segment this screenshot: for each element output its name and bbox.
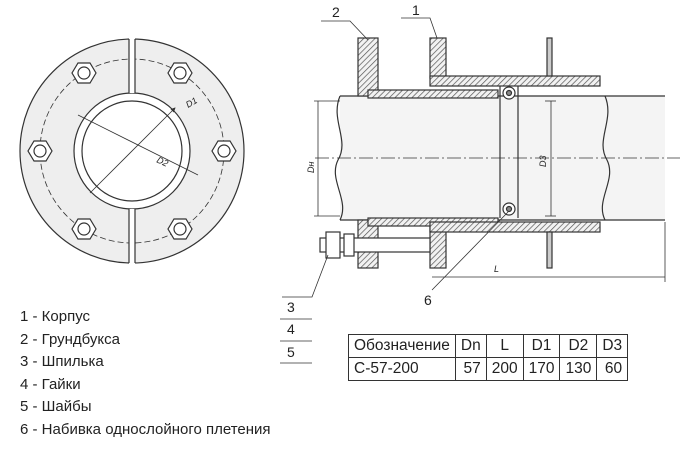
col-header: D3 [596,334,629,358]
parts-legend: 1 - Корпус 2 - Грундбукса 3 - Шпилька 4 … [20,306,271,441]
table-cell: С-57-200 [348,357,456,381]
dim-d2-label: D2 [155,155,170,169]
col-header: D2 [559,334,598,358]
legend-item: 4 - Гайки [20,375,81,393]
table-cell: 170 [522,357,561,381]
col-header: Обозначение [348,334,456,358]
callout-2: 2 [332,4,340,20]
callout-4: 4 [287,321,295,337]
legend-item: 2 - Грундбукса [20,330,120,348]
dim-d1-label: D1 [184,95,199,109]
bolt-heads [27,62,237,240]
table-cell: 130 [559,357,598,381]
legend-item: 3 - Шпилька [20,353,104,370]
spec-table: Обозначение Dn L D1 D2 D3 С-57-200 57 20… [348,334,629,381]
legend-item: 1 - Корпус [20,308,91,325]
callout-3: 3 [287,299,295,315]
table-cell: 60 [596,357,629,381]
flange-front-view [19,38,245,264]
dim-d3-label: D3 [538,155,548,167]
table-row: С-57-200 57 200 170 130 60 [348,357,629,381]
table-header-row: Обозначение Dn L D1 D2 D3 [348,334,629,358]
col-header: L [485,334,524,358]
callout-6: 6 [424,292,432,308]
dim-l-label: L [494,264,499,274]
table-cell: 57 [454,357,487,381]
col-header: D1 [522,334,561,358]
dim-dn-label: Dн [306,162,316,173]
table-cell: 200 [485,357,524,381]
callout-5: 5 [287,344,295,360]
col-header: Dn [454,334,487,358]
dimension-lines [280,17,666,364]
legend-item: 5 - Шайбы [20,398,92,415]
callout-1: 1 [412,2,420,18]
legend-item: 6 - Набивка однослойного плетения [20,420,271,438]
section-view [315,37,680,269]
